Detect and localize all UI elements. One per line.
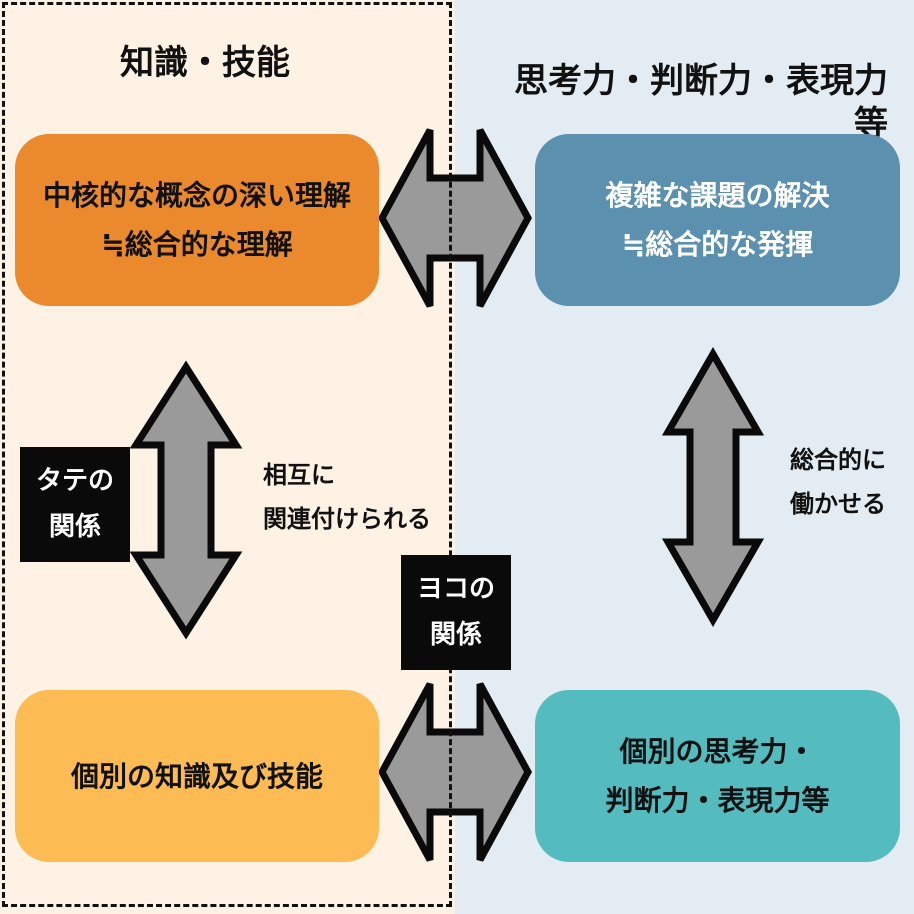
- core-understanding-line1: 中核的な概念の深い理解: [42, 179, 351, 212]
- integrated-use-note-line2: 働かせる: [790, 490, 886, 519]
- right-heading-line1: 思考力・判断力・表現力: [514, 61, 888, 101]
- vertical-relation-line1: タテの: [35, 466, 114, 496]
- complex-problem-box: 複雑な課題の解決 ≒総合的な発揮: [535, 134, 900, 306]
- horizontal-double-arrow-bottom: [378, 682, 532, 862]
- core-understanding-line2: ≒総合的な理解: [101, 228, 293, 261]
- mutual-link-note-line2: 関連付けられる: [263, 505, 431, 534]
- individual-thinking-box: 個別の思考力・ 判断力・表現力等: [535, 690, 900, 862]
- integrated-use-note: 総合的に 働かせる: [790, 438, 886, 527]
- individual-thinking-line2: 判断力・表現力等: [605, 784, 830, 817]
- horizontal-relation-label: ヨコの 関係: [401, 555, 511, 670]
- horizontal-relation-line1: ヨコの: [416, 574, 495, 604]
- vertical-relation-line2: 関係: [48, 511, 101, 542]
- individual-thinking-line1: 個別の思考力・: [619, 735, 816, 768]
- vertical-double-arrow-right: [661, 346, 765, 628]
- integrated-use-note-line1: 総合的に: [790, 446, 886, 474]
- mutual-link-note: 相互に 関連付けられる: [263, 453, 431, 542]
- vertical-double-arrow-left: [129, 360, 243, 640]
- core-understanding-box: 中核的な概念の深い理解 ≒総合的な理解: [15, 134, 379, 306]
- individual-knowledge-box: 個別の知識及び技能: [15, 690, 379, 862]
- complex-problem-line1: 複雑な課題の解決: [605, 179, 830, 212]
- horizontal-double-arrow-top: [378, 128, 532, 308]
- individual-knowledge-line1: 個別の知識及び技能: [70, 759, 323, 793]
- horizontal-relation-line2: 関係: [429, 619, 482, 650]
- left-heading: 知識・技能: [120, 43, 290, 83]
- complex-problem-line2: ≒総合的な発揮: [621, 228, 814, 261]
- vertical-relation-label: タテの 関係: [20, 447, 130, 562]
- right-heading: 思考力・判断力・表現力 等: [514, 60, 888, 145]
- mutual-link-note-line1: 相互に: [263, 461, 335, 489]
